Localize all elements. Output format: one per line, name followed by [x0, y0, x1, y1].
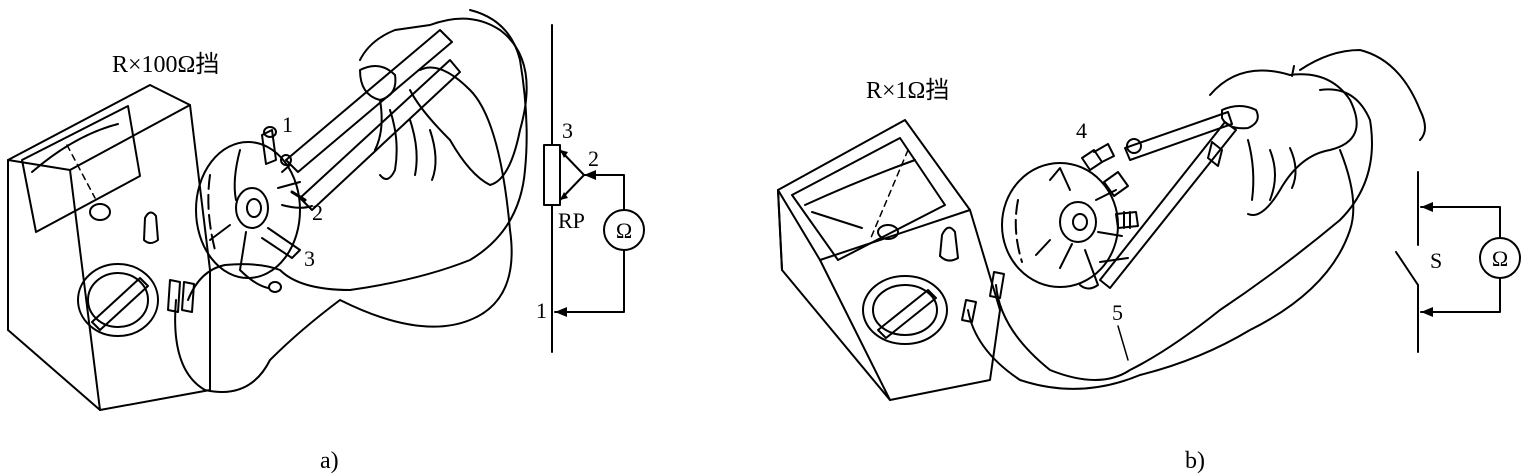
panel-a-potentiometer-rp [543, 144, 561, 206]
panel-b-range-label: R×1Ω挡 [866, 77, 949, 104]
panel-b-meter-window [791, 137, 946, 261]
panel-a-callout-1: 1 [282, 112, 293, 137]
panel-a-hand [359, 17, 528, 186]
panel-a: R×100Ω挡 [7, 9, 645, 474]
panel-b-adjust-knob [939, 226, 959, 262]
panel-a-terminal-2: 2 [588, 146, 599, 171]
panel-b: R×1Ω挡 [777, 49, 1521, 474]
panel-b-range-selector [862, 275, 948, 345]
panel-b-callout-4: 4 [1076, 118, 1087, 143]
panel-b-callout-5-leader [1117, 325, 1129, 361]
panel-b-lead-1 [995, 88, 1373, 381]
panel-a-probes [280, 29, 461, 211]
panel-a-zero-knob [89, 203, 111, 221]
panel-b-switch-label: S [1430, 248, 1442, 273]
panel-b-caption: b) [1185, 448, 1205, 474]
panel-a-lead-1 [174, 66, 513, 393]
panel-a-multimeter [7, 84, 211, 411]
panel-a-schematic: Ω 3 2 RP 1 [536, 24, 645, 353]
panel-a-socket-2 [181, 281, 195, 313]
panel-a-caption: a) [320, 448, 339, 474]
panel-b-multimeter [777, 119, 1005, 401]
panel-b-hand [1209, 49, 1426, 216]
panel-b-socket-2 [989, 271, 1005, 299]
panel-a-callout-2: 2 [312, 200, 323, 225]
panel-b-zero-knob [877, 224, 899, 240]
panel-a-terminal-3: 3 [562, 118, 573, 143]
panel-a-meter-window [21, 105, 141, 233]
panel-b-schematic: S Ω [1395, 171, 1521, 353]
panel-a-ohmmeter-symbol: Ω [616, 218, 632, 243]
panel-b-ohmmeter-symbol: Ω [1492, 246, 1508, 271]
panel-b-probes [1099, 111, 1237, 289]
panel-a-rp-label: RP [558, 208, 585, 233]
panel-a-callout-3: 3 [304, 246, 315, 271]
panel-a-lead-2 [187, 9, 528, 301]
panel-b-callout-5: 5 [1112, 300, 1123, 325]
panel-a-terminal-1: 1 [536, 298, 547, 323]
panel-a-range-selector [77, 263, 159, 337]
panel-b-contact-tabs [1081, 143, 1139, 229]
panel-a-socket-1 [167, 279, 181, 313]
panel-b-switch-s [1395, 251, 1419, 286]
panel-a-range-label: R×100Ω挡 [112, 51, 219, 78]
panel-a-rotary-switch [195, 126, 313, 293]
panel-a-adjust-knob [143, 211, 159, 244]
panel-b-lead-2 [967, 149, 1355, 390]
